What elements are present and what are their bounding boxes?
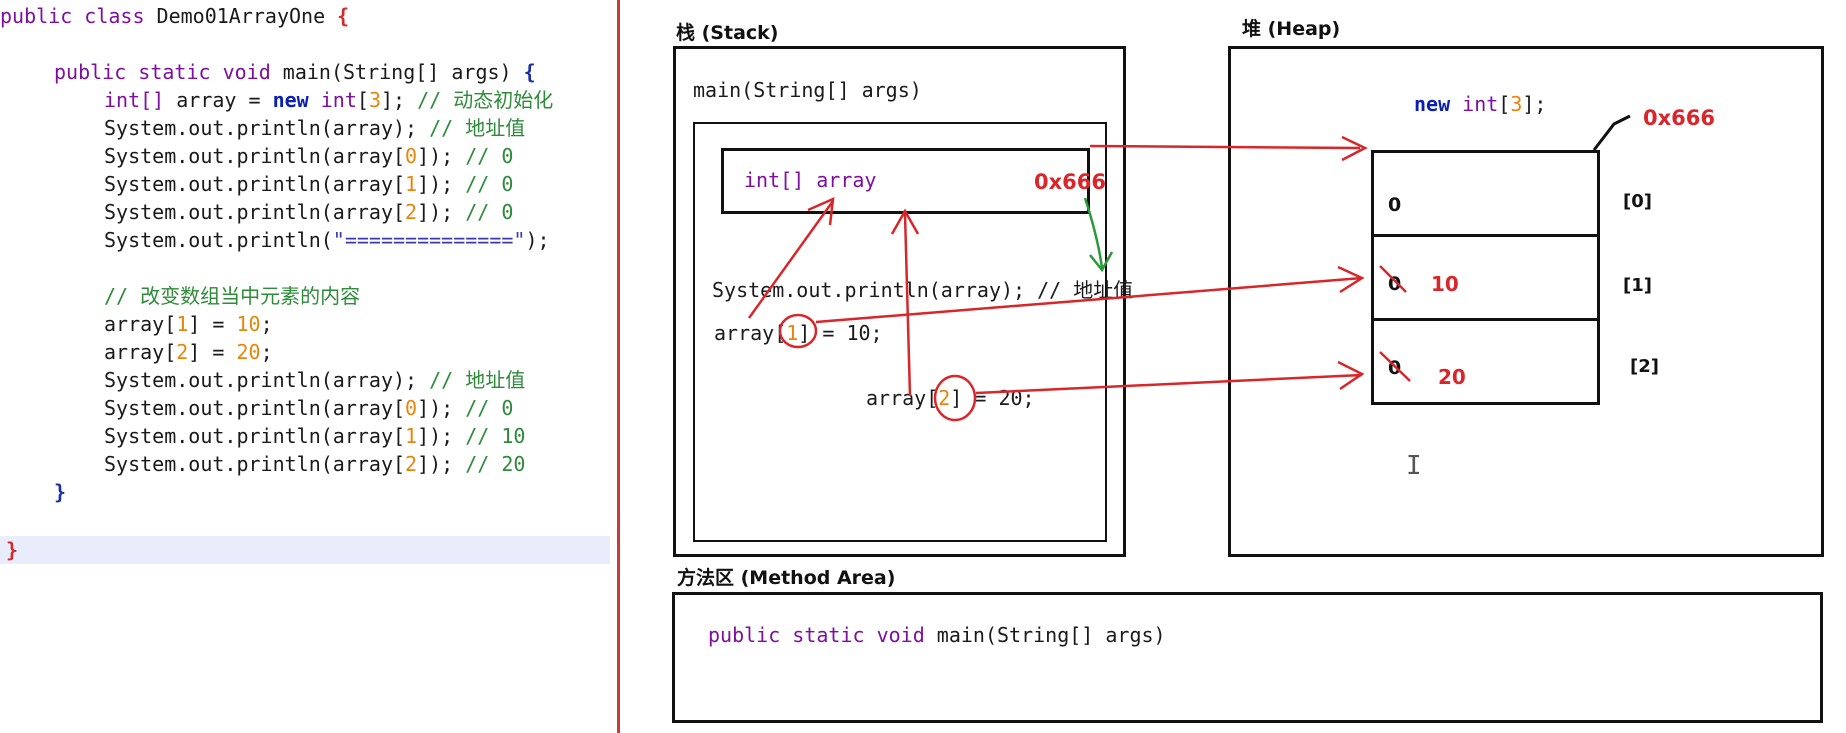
cell-2-new-value: 20 bbox=[1438, 365, 1466, 389]
heap-address: 0x666 bbox=[1643, 106, 1715, 130]
code-line-print-index1-1[interactable]: System.out.println(array[1]); // 0 bbox=[104, 172, 514, 196]
heap-new-expression: new int[3]; bbox=[1414, 92, 1547, 116]
main-signature: main(String[] args) bbox=[282, 60, 512, 84]
cell-2-index: [2] bbox=[1630, 356, 1659, 377]
method-area-title: 方法区 (Method Area) bbox=[677, 567, 896, 589]
code-line-comment-change[interactable]: // 改变数组当中元素的内容 bbox=[104, 284, 361, 308]
code-line-class[interactable]: public class Demo01ArrayOne { bbox=[0, 2, 349, 30]
code-line-declaration[interactable]: int[] array = new int[3]; // 动态初始化 bbox=[104, 88, 554, 112]
code-line-assign-1[interactable]: array[1] = 10; bbox=[104, 312, 273, 336]
stack-title: 栈 (Stack) bbox=[676, 22, 779, 44]
assign-index1-text: array[1] = 10; bbox=[714, 321, 883, 345]
assign-index2-text: array[2] = 20; bbox=[866, 386, 1035, 410]
text-cursor-icon: I bbox=[1406, 451, 1422, 481]
code-line-assign-2[interactable]: array[2] = 20; bbox=[104, 340, 273, 364]
panel-divider bbox=[617, 0, 620, 733]
code-line-main[interactable]: public static void main(String[] args) { bbox=[54, 58, 536, 86]
class-keyword: public class bbox=[0, 4, 145, 28]
code-line-print-index1-2[interactable]: System.out.println(array[1]); // 10 bbox=[104, 424, 526, 448]
class-open-brace: { bbox=[337, 4, 350, 28]
array-cell-1 bbox=[1371, 234, 1600, 321]
code-line-print-array-1[interactable]: System.out.println(array); // 地址值 bbox=[104, 116, 526, 140]
stack-frame-label: main(String[] args) bbox=[693, 78, 922, 102]
code-line-print-separator[interactable]: System.out.println("=============="); bbox=[104, 228, 550, 252]
method-area-box bbox=[672, 592, 1823, 723]
cell-0-index: [0] bbox=[1623, 191, 1652, 212]
main-open-brace: { bbox=[523, 60, 536, 84]
code-line-print-array-2[interactable]: System.out.println(array); // 地址值 bbox=[104, 368, 526, 392]
heap-title: 堆 (Heap) bbox=[1242, 18, 1341, 40]
variable-address: 0x666 bbox=[1034, 170, 1106, 194]
code-line-class-close[interactable]: } bbox=[6, 538, 19, 562]
code-line-print-index2-1[interactable]: System.out.println(array[2]); // 0 bbox=[104, 200, 514, 224]
code-editor[interactable]: public class Demo01ArrayOne { public sta… bbox=[0, 0, 612, 733]
print-call-text: System.out.println(array); // 地址值 bbox=[712, 278, 1134, 302]
array-cell-0 bbox=[1371, 150, 1600, 237]
class-name: Demo01ArrayOne bbox=[156, 4, 326, 28]
code-line-print-index2-2[interactable]: System.out.println(array[2]); // 20 bbox=[104, 452, 526, 476]
cell-1-new-value: 10 bbox=[1431, 272, 1459, 296]
cell-2-old-value: 0 bbox=[1388, 357, 1402, 379]
cell-1-old-value: 0 bbox=[1388, 273, 1402, 295]
code-line-method-close[interactable]: } bbox=[54, 480, 67, 504]
current-line-highlight bbox=[0, 536, 610, 564]
array-cell-2 bbox=[1371, 318, 1600, 405]
code-line-print-index0-2[interactable]: System.out.println(array[0]); // 0 bbox=[104, 396, 514, 420]
cell-1-index: [1] bbox=[1623, 275, 1652, 296]
code-line-print-index0-1[interactable]: System.out.println(array[0]); // 0 bbox=[104, 144, 514, 168]
memory-diagram: 栈 (Stack) main(String[] args) int[] arra… bbox=[620, 0, 1846, 733]
method-area-signature: public static void main(String[] args) bbox=[708, 623, 1166, 647]
cell-0-value: 0 bbox=[1388, 194, 1402, 216]
array-variable-label: int[] array bbox=[744, 168, 877, 192]
main-keywords: public static void bbox=[54, 60, 271, 84]
